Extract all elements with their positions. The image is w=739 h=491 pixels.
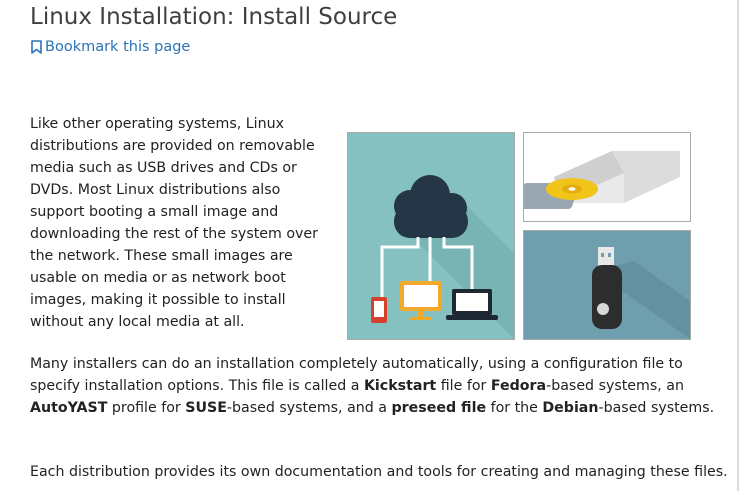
intro-paragraph: Like other operating systems, Linux dist…	[30, 116, 318, 330]
cloud-icon	[394, 175, 468, 238]
phone-icon	[371, 297, 387, 323]
documentation-paragraph: Each distribution provides its own docum…	[30, 464, 728, 480]
autoyast-term: AutoYAST	[30, 400, 108, 416]
preseed-term: preseed file	[391, 400, 487, 416]
laptop-icon	[446, 289, 498, 320]
network-install-image	[347, 132, 515, 340]
installers-paragraph: Many installers can do an installation c…	[30, 356, 715, 416]
optical-drive-image	[523, 132, 691, 222]
bookmark-icon	[31, 40, 42, 54]
debian-term: Debian	[542, 400, 599, 416]
content-right-border	[737, 0, 739, 491]
page-title: Linux Installation: Install Source	[30, 4, 398, 30]
usb-drive-image	[523, 230, 691, 340]
bookmark-label: Bookmark this page	[45, 39, 191, 55]
usb-icon	[592, 247, 622, 329]
fedora-term: Fedora	[490, 378, 547, 394]
suse-term: SUSE	[185, 400, 227, 416]
kickstart-term: Kickstart	[363, 378, 437, 394]
bookmark-link[interactable]: Bookmark this page	[30, 39, 190, 55]
disc-icon	[546, 178, 598, 200]
monitor-icon	[400, 281, 442, 320]
